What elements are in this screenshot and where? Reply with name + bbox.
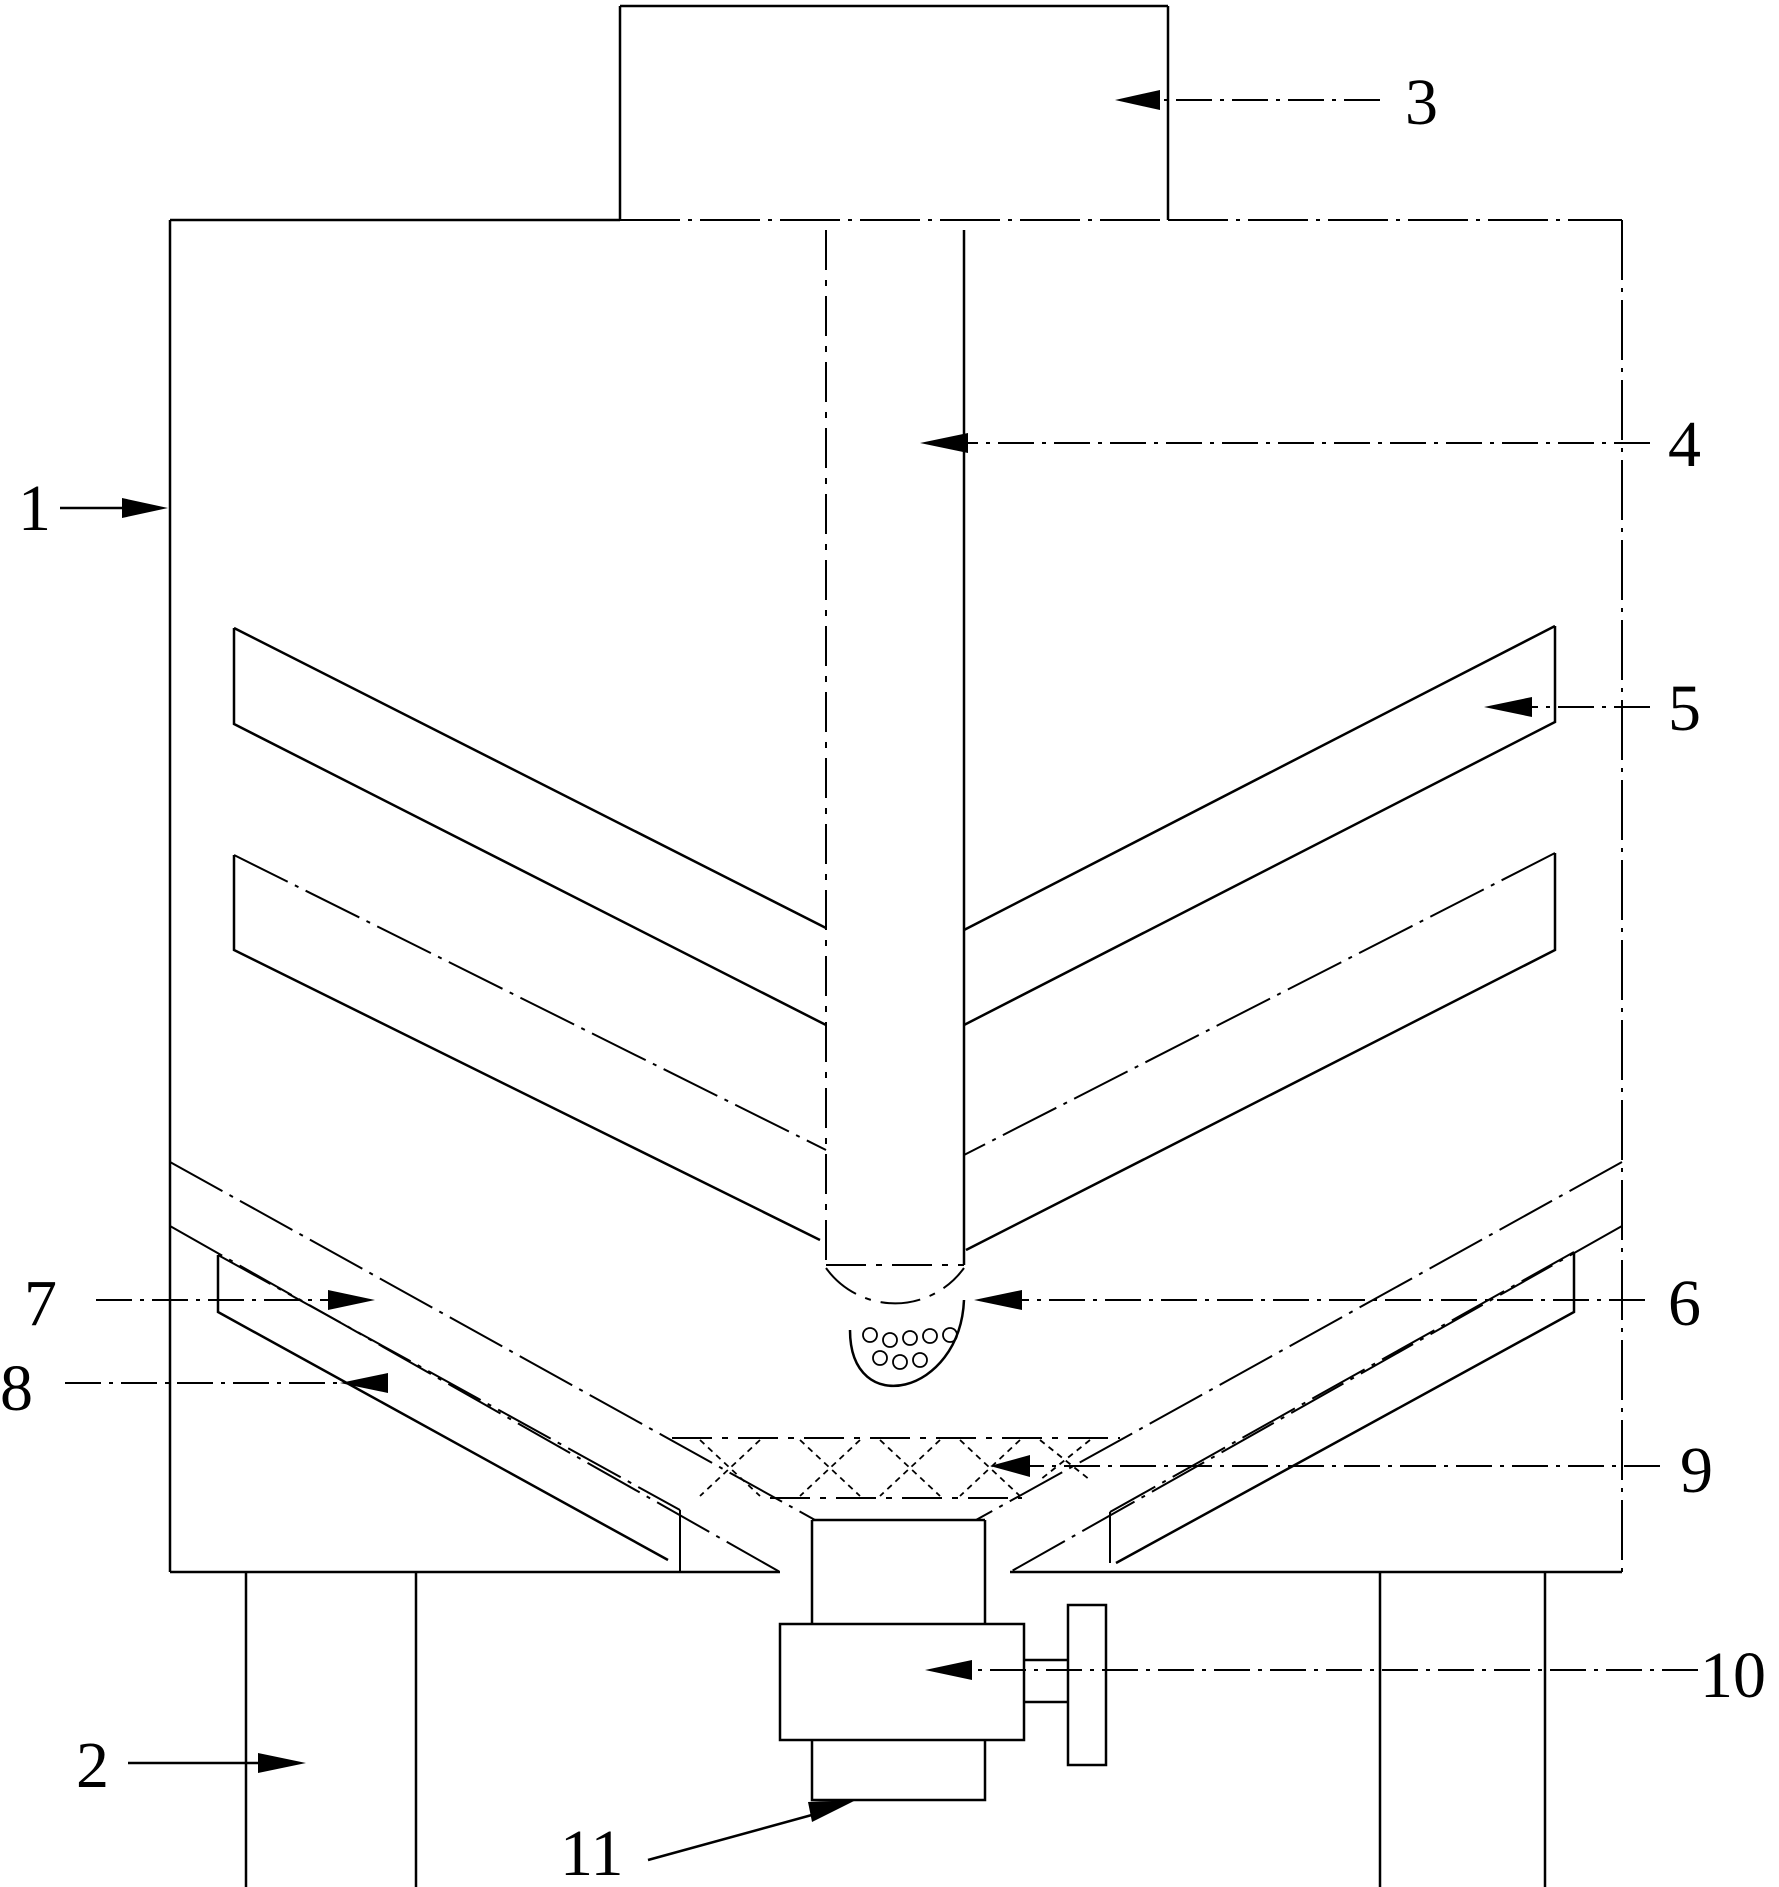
- label-4: 4: [1668, 408, 1701, 481]
- valve: [778, 1603, 1108, 1767]
- baffle-lower-left: [232, 854, 827, 1242]
- label-1: 1: [18, 472, 51, 545]
- filter-mesh: [672, 1437, 1120, 1499]
- label-9: 9: [1680, 1434, 1713, 1507]
- inner-funnel: [169, 1161, 1623, 1573]
- leader-2: [128, 1753, 306, 1773]
- jacket-right: [1109, 1251, 1576, 1565]
- central-pipe: [825, 230, 966, 1266]
- label-5: 5: [1668, 672, 1701, 745]
- spray-nozzle: [825, 1267, 966, 1388]
- label-11: 11: [560, 1817, 624, 1887]
- discharge-outlet: [810, 1740, 987, 1802]
- leader-5: [1484, 697, 1650, 717]
- label-2: 2: [76, 1729, 109, 1802]
- leader-6: [974, 1290, 1645, 1310]
- leader-1: [60, 498, 168, 518]
- label-6: 6: [1668, 1267, 1701, 1340]
- label-10: 10: [1700, 1639, 1766, 1712]
- leader-3: [1115, 90, 1380, 110]
- support-legs: [244, 1572, 1547, 1887]
- leader-7: [96, 1290, 375, 1310]
- jacket-left: [216, 1254, 681, 1572]
- baffle-upper-right: [963, 624, 1557, 1027]
- leader-10: [925, 1660, 1698, 1680]
- label-3: 3: [1405, 66, 1438, 139]
- leader-8: [65, 1373, 388, 1393]
- top-housing: [618, 4, 1170, 220]
- leader-11: [647, 1800, 856, 1862]
- baffle-upper-left: [232, 626, 827, 1027]
- label-7: 7: [24, 1267, 57, 1340]
- baffle-lower-right: [963, 852, 1557, 1252]
- leader-4: [920, 433, 1650, 453]
- leader-9: [990, 1455, 1660, 1477]
- label-8: 8: [0, 1352, 33, 1425]
- outlet-pipe: [810, 1518, 987, 1624]
- tank-body: [168, 218, 1623, 1574]
